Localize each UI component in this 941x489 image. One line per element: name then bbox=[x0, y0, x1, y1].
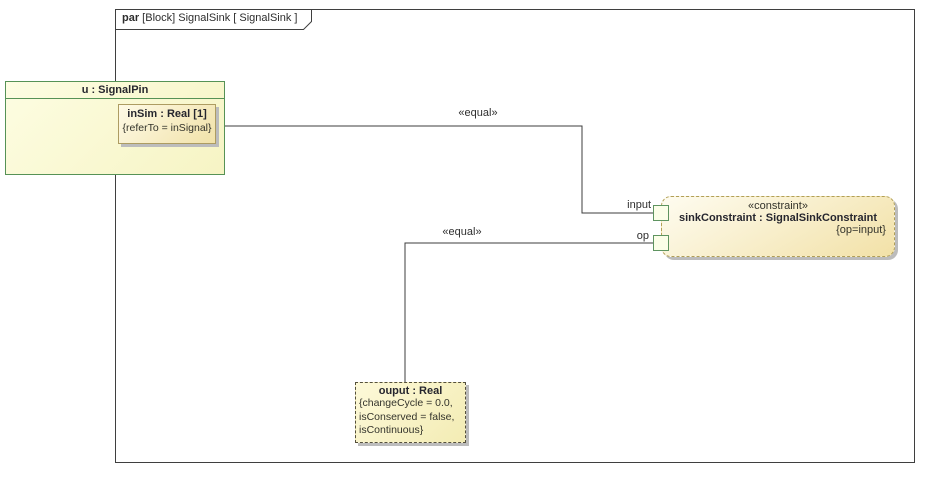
diagram-kind-keyword: par bbox=[122, 12, 140, 24]
port-label-op: op bbox=[636, 230, 649, 242]
value-box-ouput-title: ouput : Real bbox=[378, 385, 443, 397]
port-input[interactable] bbox=[653, 205, 669, 221]
connector-equal-1[interactable] bbox=[215, 125, 653, 214]
diagram-frame-tab bbox=[115, 9, 312, 30]
value-box-insim-title: inSim : Real [1] bbox=[127, 108, 207, 120]
connector-equal-2[interactable] bbox=[404, 242, 653, 382]
constraint-title: sinkConstraint : SignalSinkConstraint bbox=[678, 212, 878, 224]
constraint-box-sinkconstraint[interactable]: «constraint» sinkConstraint : SignalSink… bbox=[661, 196, 895, 257]
value-box-ouput-line3: isContinuous} bbox=[359, 424, 424, 436]
value-box-insim[interactable]: inSim : Real [1] {referTo = inSignal} bbox=[118, 104, 216, 144]
part-box-title: u : SignalPin bbox=[6, 82, 224, 99]
port-op[interactable] bbox=[653, 235, 669, 251]
diagram-frame-border bbox=[115, 9, 915, 463]
constraint-property: {op=input} bbox=[836, 224, 886, 236]
value-box-ouput[interactable]: ouput : Real {changeCycle = 0.0, isConse… bbox=[355, 382, 466, 443]
diagram-title-text: [Block] SignalSink [ SignalSink ] bbox=[139, 12, 298, 24]
diagram-title: par [Block] SignalSink [ SignalSink ] bbox=[122, 12, 297, 24]
value-box-ouput-line2: isConserved = false, bbox=[359, 410, 455, 423]
port-label-input: input bbox=[627, 199, 651, 211]
value-box-insim-note: {referTo = inSignal} bbox=[122, 122, 212, 134]
connector-label-equal-1: «equal» bbox=[458, 107, 498, 119]
connector-label-equal-2: «equal» bbox=[442, 226, 482, 238]
constraint-stereotype: «constraint» bbox=[748, 200, 808, 212]
value-box-ouput-line1: {changeCycle = 0.0, bbox=[359, 397, 453, 409]
